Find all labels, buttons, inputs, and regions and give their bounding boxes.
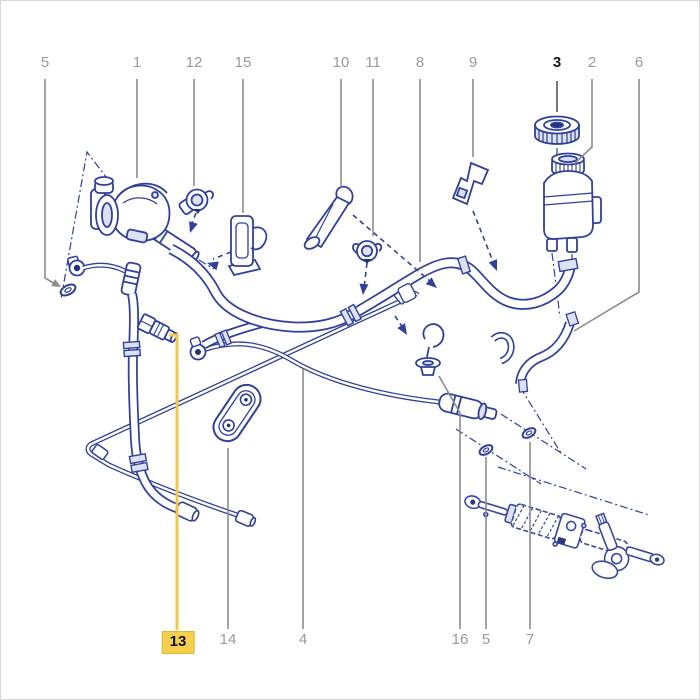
callout-15[interactable]: 15 <box>234 54 252 71</box>
callout-11[interactable]: 11 <box>365 54 381 71</box>
highlight-leader-line <box>169 333 179 630</box>
callout-3[interactable]: 3 <box>552 54 562 71</box>
leader-arrowhead <box>51 279 61 287</box>
bracket-14-drawing <box>212 383 262 443</box>
pump-drawing <box>90 176 171 244</box>
callout-2[interactable]: 2 <box>587 54 597 71</box>
callout-6[interactable]: 6 <box>634 54 644 71</box>
callout-1[interactable]: 1 <box>132 54 142 71</box>
callout-13-highlighted[interactable]: 13 <box>161 631 195 654</box>
callout-5-bottom[interactable]: 5 <box>481 631 491 648</box>
callout-14[interactable]: 14 <box>219 631 237 648</box>
callout-4[interactable]: 4 <box>298 631 308 648</box>
bracket-9-drawing <box>451 161 490 206</box>
bracket-15-drawing <box>227 215 268 277</box>
reservoir-drawing <box>543 152 602 253</box>
callout-12[interactable]: 12 <box>185 54 203 71</box>
hook-clip-drawing <box>415 323 445 376</box>
leader-lines <box>44 79 640 629</box>
callout-8[interactable]: 8 <box>415 54 425 71</box>
callout-7[interactable]: 7 <box>525 631 535 648</box>
hose-and-pipe-drawings <box>67 224 580 527</box>
oring-drawings <box>59 283 537 456</box>
reservoir-cap-drawing <box>534 115 580 145</box>
arrowheads <box>189 221 498 335</box>
clamp-12-drawing <box>178 188 214 215</box>
union-fitting-13-drawing <box>136 313 178 343</box>
callout-9[interactable]: 9 <box>468 54 478 71</box>
callout-5-top[interactable]: 5 <box>40 54 50 71</box>
callout-16[interactable]: 16 <box>451 631 469 648</box>
callout-10[interactable]: 10 <box>332 54 350 71</box>
clamp-11-drawing <box>352 240 383 264</box>
bracket-10-drawing <box>303 185 354 250</box>
steering-rack-drawing <box>464 495 665 580</box>
